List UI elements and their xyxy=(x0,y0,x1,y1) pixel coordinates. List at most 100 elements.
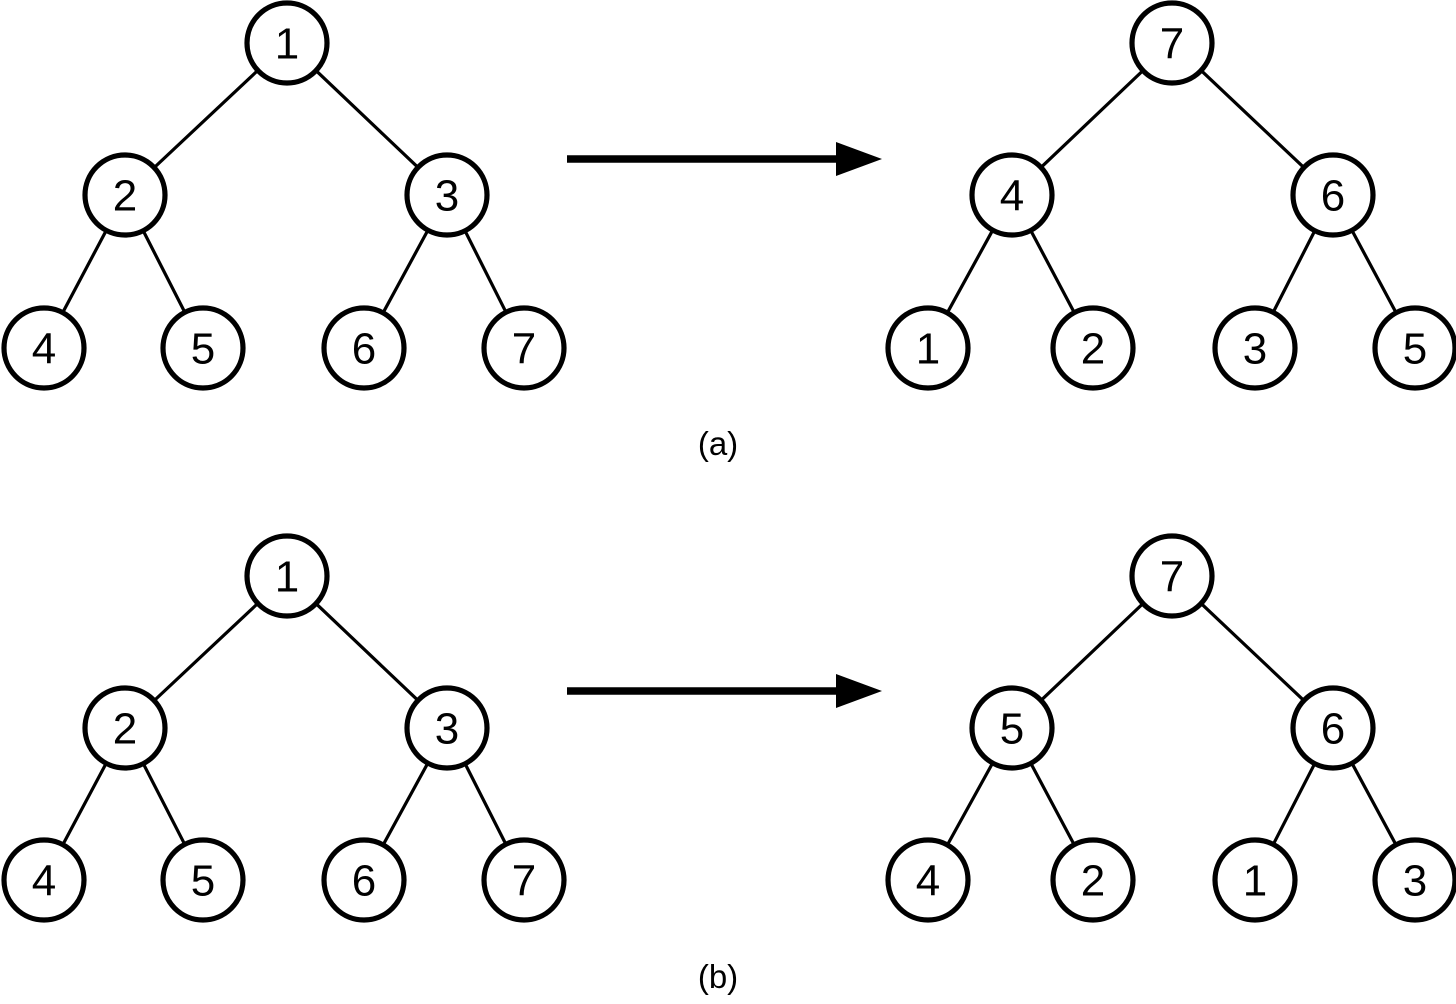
tree-node[interactable]: 5 xyxy=(1372,305,1456,391)
node-label: 2 xyxy=(1081,325,1105,374)
tree-edge-7-4 xyxy=(1037,67,1147,171)
tree-node[interactable]: 1 xyxy=(1212,837,1298,923)
tree-edge-7-6 xyxy=(1198,67,1307,171)
node-circle xyxy=(160,305,246,391)
tree-edges xyxy=(60,67,509,317)
tree-node[interactable]: 4 xyxy=(1,837,87,923)
node-label: 7 xyxy=(512,325,536,374)
node-label: 6 xyxy=(352,325,376,374)
node-label: 7 xyxy=(512,857,536,906)
tree-node[interactable]: 7 xyxy=(481,837,567,923)
tree-edge-1-3 xyxy=(312,600,422,704)
node-label: 2 xyxy=(1081,857,1105,906)
tree-edge-6-3 xyxy=(1349,759,1399,849)
tree-node[interactable]: 3 xyxy=(404,685,490,771)
node-circle xyxy=(160,837,246,923)
tree-node[interactable]: 6 xyxy=(1290,152,1376,238)
node-circle xyxy=(1290,685,1376,771)
tree-edge-6-1 xyxy=(1270,760,1318,848)
node-circle xyxy=(321,305,407,391)
node-label: 4 xyxy=(32,325,56,374)
tree-edge-7-6 xyxy=(1198,600,1307,704)
tree-edges xyxy=(944,67,1399,317)
tree-edge-2-5 xyxy=(140,227,188,316)
tree-edge-7-5 xyxy=(1037,600,1147,704)
tree-node[interactable]: 2 xyxy=(82,152,168,238)
node-circle xyxy=(481,305,567,391)
node-label: 3 xyxy=(1403,857,1427,906)
node-label: 3 xyxy=(435,172,459,221)
node-circle xyxy=(1212,305,1298,391)
tree-edge-1-2 xyxy=(151,67,261,171)
tree-node[interactable]: 4 xyxy=(1,305,87,391)
arrow-head-icon xyxy=(836,142,882,176)
tree-b-right: 7 5 6 4 2 1 3 xyxy=(885,533,1456,923)
tree-node[interactable]: 3 xyxy=(1372,837,1456,923)
node-label: 4 xyxy=(916,857,940,906)
tree-node[interactable]: 7 xyxy=(1129,0,1215,86)
tree-node[interactable]: 4 xyxy=(969,152,1055,238)
tree-node[interactable]: 2 xyxy=(82,685,168,771)
node-circle xyxy=(404,152,490,238)
tree-node[interactable]: 1 xyxy=(244,533,330,619)
tree-edge-1-2 xyxy=(151,600,261,704)
node-circle xyxy=(885,837,971,923)
tree-node[interactable]: 1 xyxy=(244,0,330,86)
node-label: 5 xyxy=(1403,325,1427,374)
tree-nodes: 1 2 3 4 5 6 7 xyxy=(1,0,567,391)
node-label: 3 xyxy=(435,705,459,754)
tree-node[interactable]: 6 xyxy=(1290,685,1376,771)
node-label: 4 xyxy=(1000,172,1024,221)
node-circle xyxy=(1212,837,1298,923)
node-label: 1 xyxy=(275,20,299,69)
tree-a-left: 1 2 3 4 5 6 7 xyxy=(1,0,567,391)
node-label: 1 xyxy=(275,553,299,602)
node-circle xyxy=(244,0,330,86)
tree-node[interactable]: 5 xyxy=(160,837,246,923)
arrow-head-icon xyxy=(836,674,882,708)
panel-caption-a: (a) xyxy=(698,425,738,462)
node-circle xyxy=(1129,0,1215,86)
tree-node[interactable]: 6 xyxy=(321,837,407,923)
tree-a-right: 7 4 6 1 2 3 5 xyxy=(885,0,1456,391)
panel-caption-b: (b) xyxy=(698,958,738,995)
tree-node[interactable]: 1 xyxy=(885,305,971,391)
tree-edge-3-6 xyxy=(380,226,431,317)
tree-node[interactable]: 3 xyxy=(1212,305,1298,391)
tree-node[interactable]: 7 xyxy=(1129,533,1215,619)
tree-edge-6-5 xyxy=(1349,226,1399,317)
tree-edge-2-5 xyxy=(140,760,188,848)
node-label: 1 xyxy=(1243,857,1267,906)
node-circle xyxy=(321,837,407,923)
tree-node[interactable]: 2 xyxy=(1050,837,1136,923)
tree-edge-3-6 xyxy=(380,759,431,849)
tree-edge-5-4 xyxy=(944,759,996,849)
node-label: 5 xyxy=(1000,705,1024,754)
tree-edge-2-4 xyxy=(60,226,109,317)
tree-node[interactable]: 2 xyxy=(1050,305,1136,391)
node-label: 1 xyxy=(916,325,940,374)
tree-node[interactable]: 6 xyxy=(321,305,407,391)
node-label: 6 xyxy=(1321,705,1345,754)
tree-edge-4-2 xyxy=(1028,226,1077,317)
node-circle xyxy=(969,152,1055,238)
node-circle xyxy=(1372,305,1456,391)
tree-edge-2-4 xyxy=(60,759,109,849)
node-label: 7 xyxy=(1160,553,1184,602)
tree-edge-5-2 xyxy=(1028,759,1077,849)
node-label: 5 xyxy=(191,857,215,906)
transform-arrow xyxy=(567,142,882,176)
node-circle xyxy=(969,685,1055,771)
tree-node[interactable]: 5 xyxy=(160,305,246,391)
tree-node[interactable]: 3 xyxy=(404,152,490,238)
node-label: 2 xyxy=(113,172,137,221)
tree-node[interactable]: 4 xyxy=(885,837,971,923)
tree-node[interactable]: 5 xyxy=(969,685,1055,771)
node-circle xyxy=(1129,533,1215,619)
tree-node[interactable]: 7 xyxy=(481,305,567,391)
tree-edge-3-7 xyxy=(462,227,509,316)
node-circle xyxy=(82,685,168,771)
node-circle xyxy=(1372,837,1456,923)
